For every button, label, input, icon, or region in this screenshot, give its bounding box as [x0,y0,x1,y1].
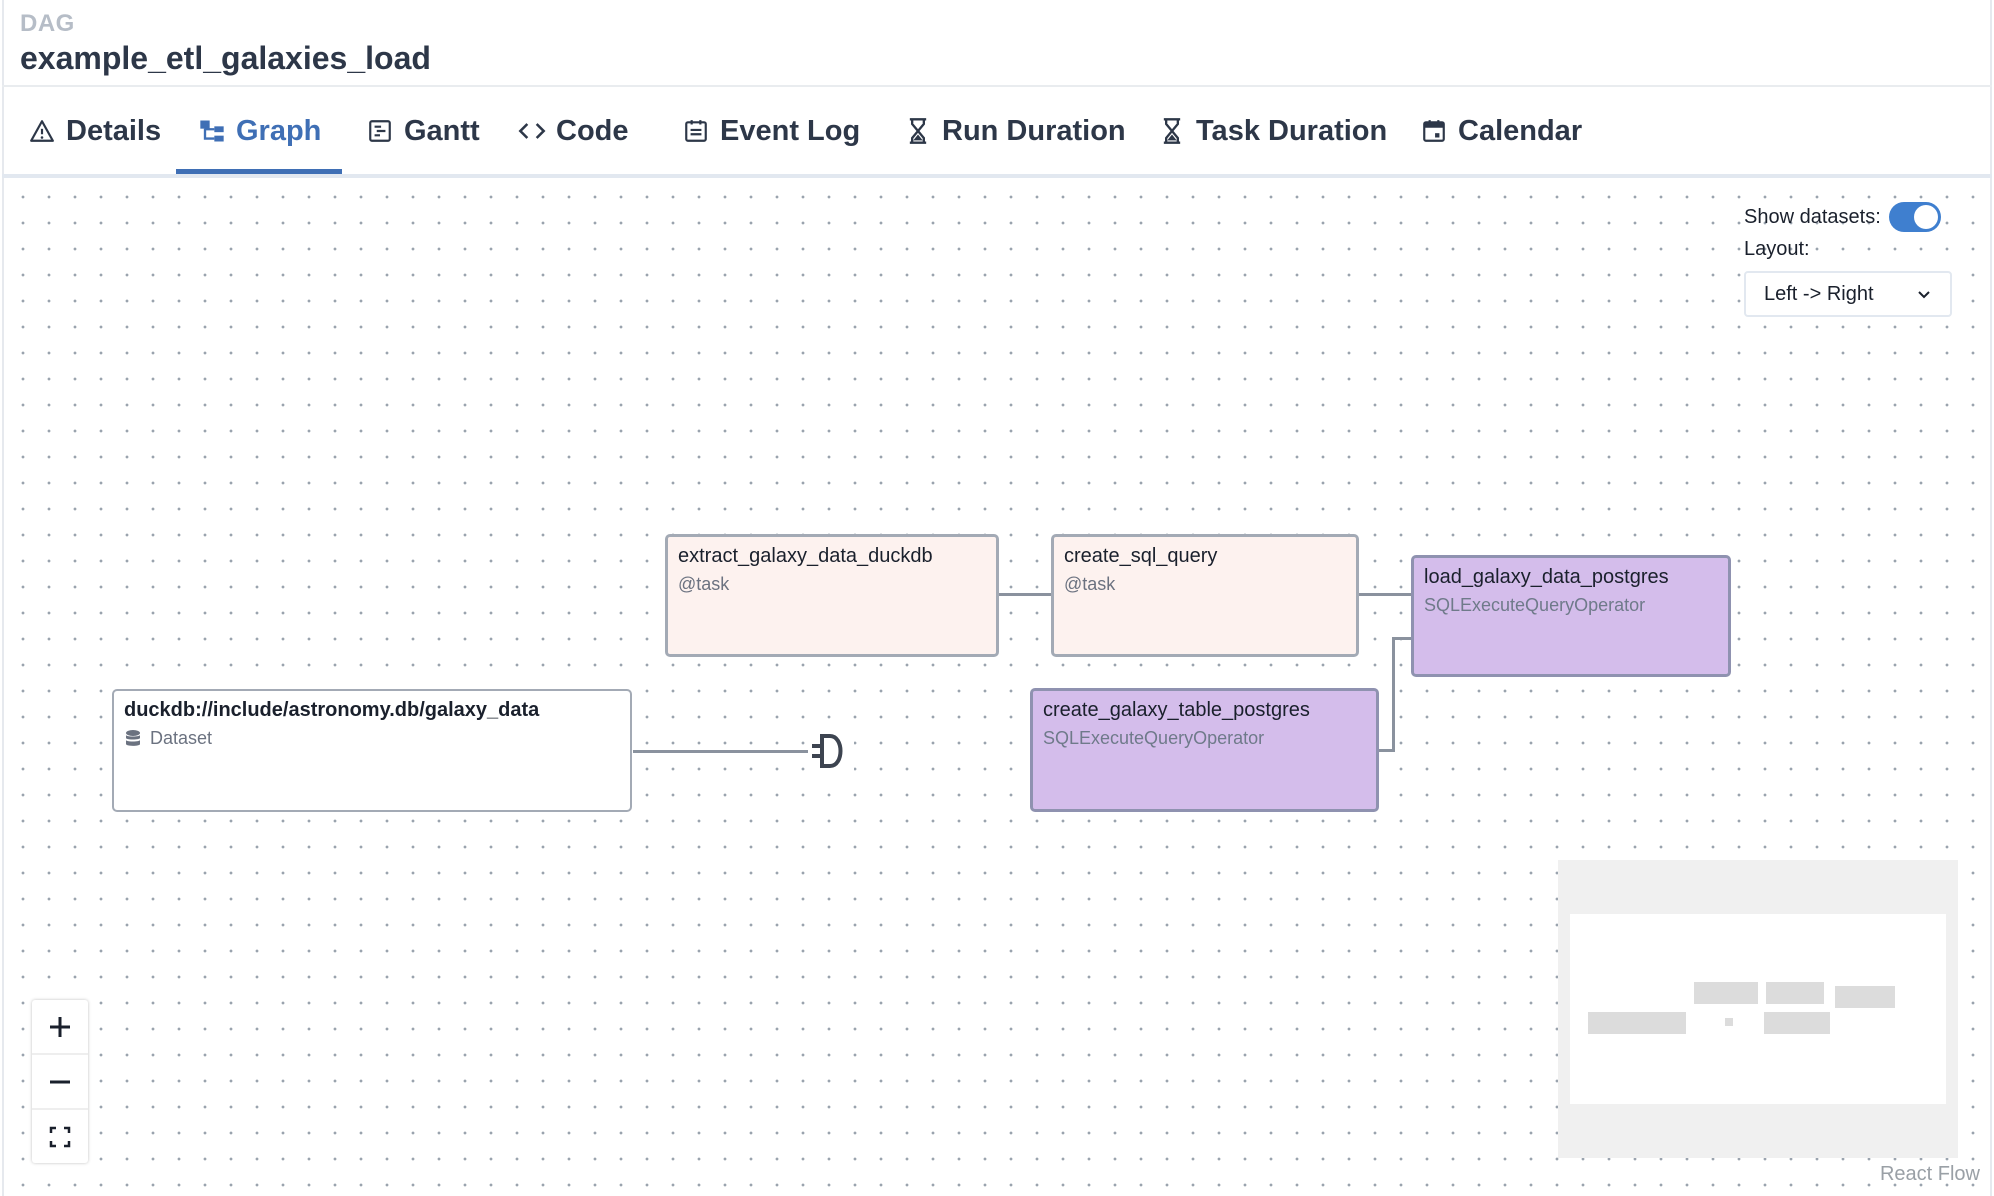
show-datasets-toggle[interactable] [1888,202,1941,232]
zoom-controls [32,1000,88,1163]
zoom-in-button[interactable] [32,1000,88,1055]
minus-icon [47,1069,73,1095]
tab-bar: Details Graph Gantt Code Event Log Run D… [2,88,1992,178]
database-icon [124,729,142,749]
node-name: duckdb://include/astronomy.db/galaxy_dat… [124,699,540,721]
node-type: @task [1064,574,1116,594]
graph-options-panel: Show datasets: Layout: Left -> Right [1744,202,1954,317]
minimap-node [1694,982,1758,1004]
layout-select-value: Left -> Right [1764,282,1874,305]
fit-view-icon [48,1125,72,1149]
tab-label: Event Log [720,114,861,147]
tab-gantt[interactable]: Gantt [366,88,480,174]
hourglass-icon [1158,117,1186,145]
active-tab-indicator [176,169,342,174]
zoom-out-button[interactable] [32,1055,88,1110]
node-name: extract_galaxy_data_duckdb [678,545,933,567]
minimap[interactable] [1558,860,1958,1158]
tab-run-duration[interactable]: Run Duration [904,88,1126,174]
node-name: load_galaxy_data_postgres [1424,566,1669,588]
edge [1377,749,1395,752]
edge [1392,637,1395,752]
dataset-condition-and-icon [808,728,854,774]
tab-label: Calendar [1458,114,1583,147]
node-name: create_sql_query [1064,545,1218,567]
event-log-icon [682,117,710,145]
minimap-node [1588,1012,1686,1034]
minimap-node [1835,986,1895,1008]
fit-view-button[interactable] [32,1110,88,1163]
react-flow-attribution[interactable]: React Flow [1879,1163,1980,1185]
code-icon [518,117,546,145]
edge [633,750,809,753]
task-node-create-galaxy-table-postgres[interactable]: create_galaxy_table_postgres SQLExecuteQ… [1030,688,1379,812]
page-title: example_etl_galaxies_load [20,40,431,76]
task-node-create-sql-query[interactable]: create_sql_query @task [1051,534,1359,657]
tab-label: Graph [236,114,322,147]
edge [997,593,1052,596]
header-divider [2,85,1992,87]
tab-label: Details [66,114,162,147]
graph-icon [198,117,226,145]
edge [1392,637,1412,640]
tab-code[interactable]: Code [518,88,629,174]
gantt-icon [366,117,394,145]
node-type: Dataset [150,728,213,748]
node-type: SQLExecuteQueryOperator [1043,728,1265,748]
graph-canvas[interactable]: duckdb://include/astronomy.db/galaxy_dat… [4,178,1990,1194]
breadcrumb: DAG [20,10,75,37]
page-header: DAG example_etl_galaxies_load [20,10,431,77]
tab-calendar[interactable]: Calendar [1420,88,1582,174]
layout-select[interactable]: Left -> Right [1744,271,1952,317]
node-name: create_galaxy_table_postgres [1043,699,1310,721]
edge [1357,593,1412,596]
minimap-node [1764,1012,1830,1034]
minimap-node [1725,1018,1733,1026]
tab-label: Code [556,114,629,147]
tab-event-log[interactable]: Event Log [682,88,860,174]
calendar-icon [1420,117,1448,145]
dataset-node[interactable]: duckdb://include/astronomy.db/galaxy_dat… [112,689,632,812]
tab-label: Run Duration [942,114,1126,147]
task-node-load-galaxy-data-postgres[interactable]: load_galaxy_data_postgres SQLExecuteQuer… [1411,555,1731,677]
tab-label: Task Duration [1196,114,1388,147]
minimap-viewport [1570,914,1946,1104]
minimap-node [1766,982,1824,1004]
tab-details[interactable]: Details [28,88,161,174]
hourglass-icon [904,117,932,145]
node-type: @task [678,574,730,594]
task-node-extract-galaxy-data-duckdb[interactable]: extract_galaxy_data_duckdb @task [665,534,999,657]
plus-icon [47,1014,73,1040]
tab-label: Gantt [404,114,480,147]
warning-icon [28,117,56,145]
tab-task-duration[interactable]: Task Duration [1158,88,1387,174]
chevron-down-icon [1916,286,1932,302]
node-type: SQLExecuteQueryOperator [1424,595,1646,615]
layout-label: Layout: [1744,238,1810,260]
show-datasets-label: Show datasets: [1744,205,1881,228]
tab-graph[interactable]: Graph [198,88,321,174]
